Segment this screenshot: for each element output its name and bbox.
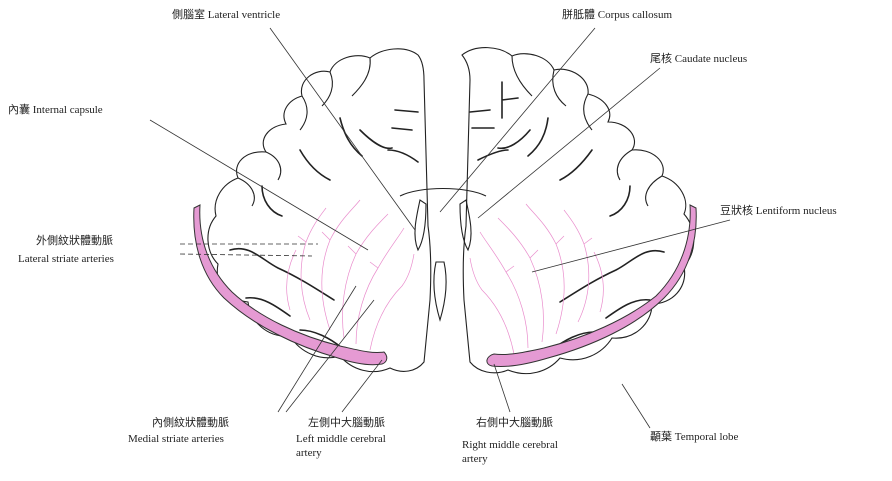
label-internal-capsule: 內囊 Internal capsule <box>8 102 103 116</box>
label-medial-striate-zh: 內側紋狀體動脈 <box>152 415 229 429</box>
label-medial-striate-en: Medial striate arteries <box>128 433 224 445</box>
label-right-mca-en-line2: artery <box>462 453 488 465</box>
leader-temporal-lobe <box>622 384 650 428</box>
label-lateral-striate-en: Lateral striate arteries <box>18 253 114 265</box>
label-right-mca-en-line1: Right middle cerebral <box>462 439 558 451</box>
label-left-mca-zh: 左側中大腦動脈 <box>308 415 385 429</box>
label-right-mca-zh: 右側中大腦動脈 <box>476 415 553 429</box>
right-hemisphere <box>462 48 694 374</box>
label-lateral-striate-zh: 外側紋狀體動脈 <box>36 233 113 247</box>
label-caudate-nucleus: 尾核 Caudate nucleus <box>650 51 747 65</box>
label-corpus-callosum: 胼胝體 Corpus callosum <box>562 7 672 21</box>
label-left-mca-en-line2: artery <box>296 447 322 459</box>
label-temporal-lobe: 顳葉 Temporal lobe <box>650 429 739 443</box>
label-lentiform-nucleus: 豆狀核 Lentiform nucleus <box>720 203 837 217</box>
label-left-mca-en-line1: Left middle cerebral <box>296 433 386 445</box>
third-ventricle <box>434 262 446 320</box>
label-lateral-ventricle: 側腦室 Lateral ventricle <box>172 7 280 21</box>
